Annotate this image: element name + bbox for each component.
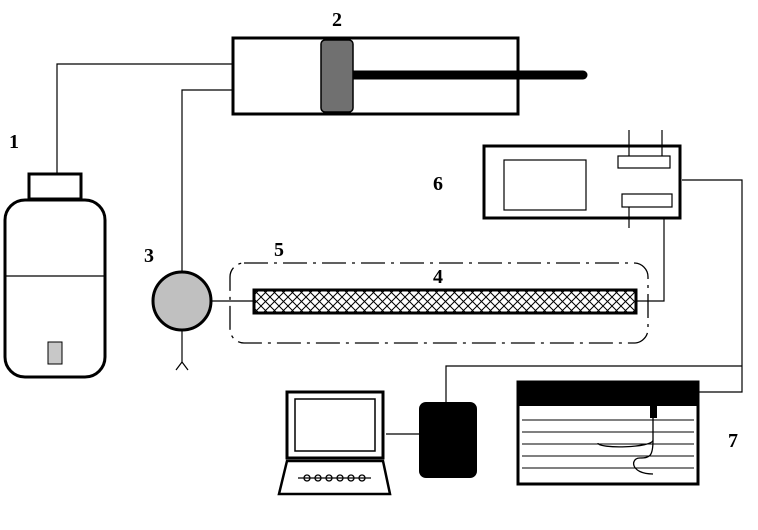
recorder-header (518, 382, 698, 406)
label-reservoir: 1 (9, 131, 19, 153)
computer-screen (294, 398, 376, 452)
label-valve: 3 (144, 245, 154, 267)
recorder-pen (650, 406, 657, 418)
recorder-paper-lines (522, 419, 694, 469)
detector-display (503, 159, 587, 211)
line-column-to-detector (636, 218, 665, 302)
packed-column (252, 288, 638, 315)
computer (277, 390, 392, 496)
keyboard-keys (298, 474, 371, 482)
reservoir-cap (27, 172, 83, 201)
chart-recorder (516, 380, 700, 486)
label-syringe-pump: 2 (332, 9, 342, 31)
label-detector: 6 (433, 173, 443, 195)
detector-cell-upper (617, 155, 671, 169)
connecting-lines (56, 63, 743, 435)
syringe-piston (320, 39, 354, 113)
detector-cell-lower (621, 193, 673, 208)
reservoir-filter (47, 341, 63, 365)
syringe-pump (231, 36, 588, 116)
column-oven (229, 262, 649, 344)
recorder-trace (597, 418, 654, 475)
label-oven: 5 (274, 239, 284, 261)
line-pump-to-valve (181, 89, 233, 272)
line-detector-to-output (682, 179, 743, 393)
injection-valve (151, 270, 213, 332)
valve-outlet-tip (175, 361, 189, 371)
label-recorder: 7 (728, 430, 738, 452)
reservoir-bottle (3, 198, 107, 379)
interface-box (419, 402, 477, 478)
label-column: 4 (433, 266, 443, 288)
detector (482, 130, 682, 228)
solvent-reservoir (3, 172, 107, 379)
line-to-interface (445, 365, 742, 402)
